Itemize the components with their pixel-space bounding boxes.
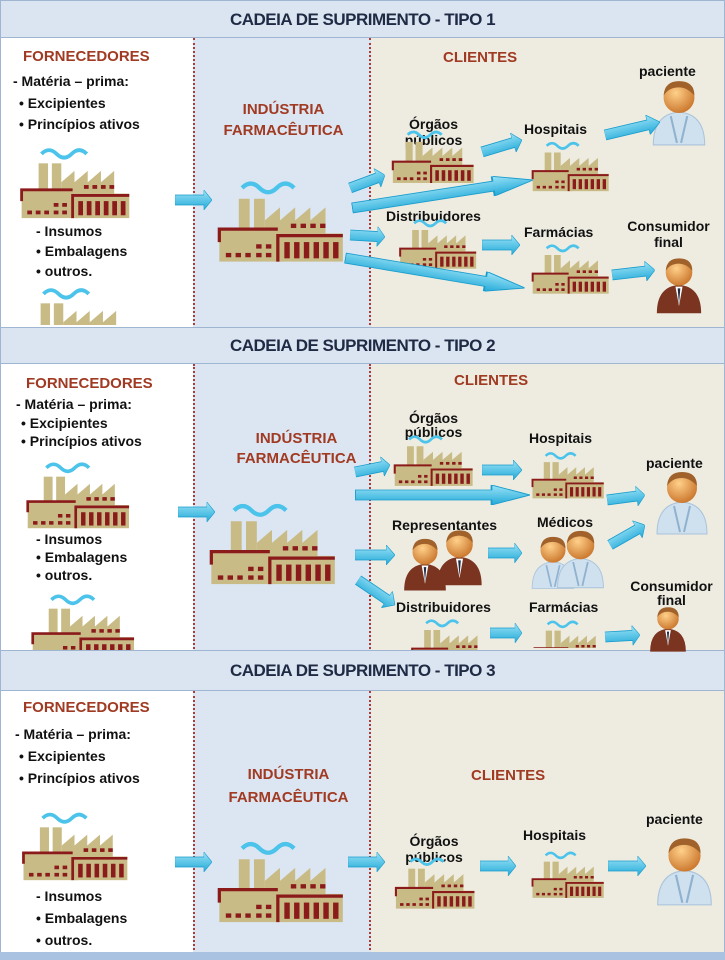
end-consumer-icon — [643, 603, 693, 653]
hospitals-label: Hospitais — [523, 827, 587, 843]
flow-arrow-icon — [175, 190, 212, 210]
public-agency-building-icon — [392, 425, 474, 488]
active-ingredients-item: • Princípios ativos — [19, 770, 140, 786]
hospital-building-icon — [530, 440, 605, 503]
suppliers-heading: FORNECEDORES — [26, 375, 153, 392]
flow-arrow-icon — [482, 235, 520, 255]
supplier-factory-icon — [12, 135, 137, 220]
packaging-item: • Embalagens — [36, 910, 128, 926]
flow-arrow-icon — [480, 856, 516, 876]
others-item: • outros. — [36, 567, 93, 583]
label-line: final — [657, 592, 686, 608]
pharmacies-label: Farmácias — [524, 224, 594, 240]
patient-icon — [652, 466, 712, 536]
patient-icon — [648, 75, 710, 147]
flow-arrow-icon — [490, 623, 522, 643]
pharmacies-label: Farmácias — [529, 599, 599, 615]
industry-factory-icon — [215, 818, 345, 933]
others-item: • outros. — [36, 932, 93, 948]
industry-factory-icon — [215, 160, 345, 270]
active-ingredients-item: • Princípios ativos — [21, 433, 142, 449]
active-ingredients-item: • Princípios ativos — [19, 116, 140, 132]
supplier-factory-icon — [12, 800, 137, 882]
industry-factory-icon — [207, 475, 337, 600]
flow-arrow-icon — [482, 460, 522, 480]
label-line: Órgãos — [408, 116, 458, 132]
industry-line-2: FARMACÊUTICA — [223, 122, 344, 140]
panel-title: CADEIA DE SUPRIMENTO - TIPO 3 — [1, 651, 724, 691]
excipients-item: • Excipientes — [19, 95, 106, 111]
label-line: Órgãos — [408, 410, 458, 426]
industry-line-1: INDÚSTRIA — [242, 101, 325, 118]
representative-icon — [432, 525, 487, 587]
raw-material-label: - Matéria – prima: — [16, 396, 132, 412]
public-agency-building-icon — [392, 848, 477, 910]
bottom-border — [0, 952, 725, 960]
doctor-icon — [553, 525, 608, 590]
patient-icon — [652, 832, 717, 907]
industry-label: INDÚSTRIA FARMACÊUTICA — [219, 430, 374, 468]
excipients-item: • Excipientes — [21, 415, 108, 431]
distributors-label: Distribuidores — [386, 208, 481, 224]
packaging-item: • Embalagens — [36, 549, 128, 565]
inputs-label: - Insumos — [36, 888, 103, 904]
hospital-building-icon — [530, 130, 610, 195]
raw-material-label: - Matéria – prima: — [13, 73, 129, 89]
patient-label: paciente — [639, 63, 696, 79]
public-agency-building-icon — [390, 120, 475, 185]
hospitals-label: Hospitais — [524, 121, 588, 137]
flow-arrow-icon — [355, 545, 395, 565]
panel-title: CADEIA DE SUPRIMENTO - TIPO 2 — [1, 328, 724, 364]
supplier-factory-icon — [15, 450, 140, 530]
flow-arrow-icon — [604, 625, 640, 647]
raw-material-label: - Matéria – prima: — [15, 726, 131, 742]
flow-arrow-icon — [355, 485, 530, 505]
industry-line-1: INDÚSTRIA — [247, 766, 330, 783]
label-line: públicos — [404, 424, 463, 440]
flow-arrow-icon — [608, 856, 646, 876]
label-line: Consumidor — [630, 578, 713, 594]
others-item: • outros. — [36, 263, 93, 279]
suppliers-heading: FORNECEDORES — [23, 48, 150, 65]
distributors-label: Distribuidores — [396, 599, 491, 615]
doctors-label: Médicos — [537, 514, 594, 530]
excipients-item: • Excipientes — [19, 748, 106, 764]
inputs-label: - Insumos — [36, 223, 103, 239]
inputs-label: - Insumos — [36, 531, 103, 547]
clients-heading: CLIENTES — [443, 49, 518, 66]
industry-line-2: FARMACÊUTICA — [236, 450, 357, 468]
flow-arrow-icon — [175, 852, 212, 872]
label-line: final — [654, 234, 683, 251]
flow-arrow-icon — [349, 225, 385, 247]
flow-arrow-icon — [348, 852, 385, 872]
patient-label: paciente — [646, 455, 703, 471]
supply-chain-type-2: CADEIA DE SUPRIMENTO - TIPO 2 FORNECEDOR… — [0, 327, 725, 651]
suppliers-heading: FORNECEDORES — [23, 699, 150, 716]
hospitals-label: Hospitais — [529, 430, 593, 446]
industry-label: INDÚSTRIA FARMACÊUTICA — [206, 101, 361, 140]
pharmacy-building-icon — [530, 235, 610, 295]
clients-heading: CLIENTES — [471, 767, 546, 784]
flow-arrow-icon — [178, 502, 215, 522]
label-line: Órgãos — [409, 833, 459, 849]
label-line: Consumidor — [627, 218, 710, 234]
clients-column — [371, 364, 724, 650]
industry-line-1: INDÚSTRIA — [255, 430, 338, 447]
industry-label: INDÚSTRIA FARMACÊUTICA — [211, 766, 366, 807]
clients-heading: CLIENTES — [454, 372, 529, 389]
flow-arrow-icon — [488, 543, 522, 563]
hospital-building-icon — [530, 840, 605, 902]
supply-chain-type-3: CADEIA DE SUPRIMENTO - TIPO 3 FORNECEDOR… — [0, 650, 725, 953]
suppliers-column — [1, 691, 193, 952]
panel-title: CADEIA DE SUPRIMENTO - TIPO 1 — [1, 1, 724, 38]
representatives-label: Representantes — [392, 517, 498, 533]
patient-label: paciente — [646, 811, 703, 827]
packaging-item: • Embalagens — [36, 243, 128, 259]
end-consumer-icon — [648, 253, 710, 315]
industry-line-2: FARMACÊUTICA — [228, 789, 349, 807]
